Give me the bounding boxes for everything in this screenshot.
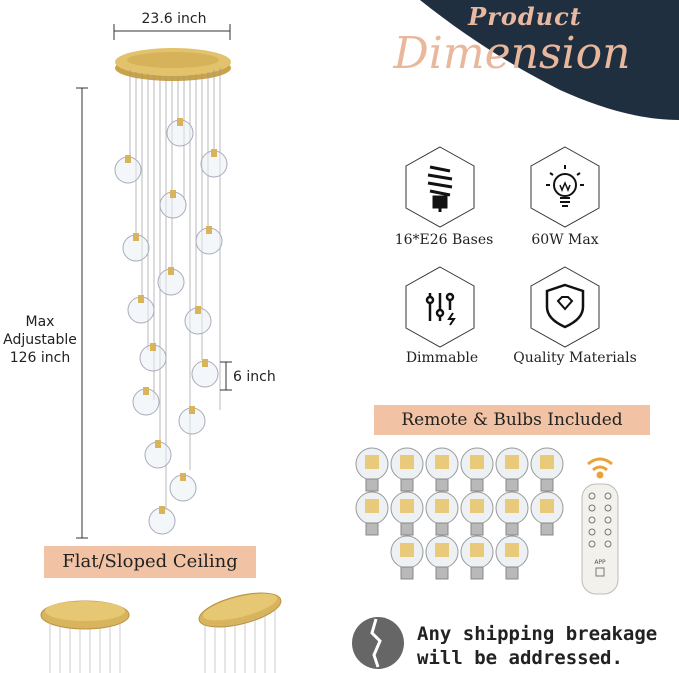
shipping-line-1: Any shipping breakage (417, 623, 658, 645)
shipping-line-2: will be addressed. (417, 647, 623, 669)
feature-label-bases: 16*E26 Bases (394, 232, 494, 248)
title-product: Product (468, 2, 582, 31)
canopy-closeups (40, 592, 282, 673)
height-line-2: Adjustable (3, 332, 77, 348)
feature-label-wattage: 60W Max (531, 232, 599, 248)
chandelier-illustration (76, 24, 232, 539)
height-line-1: Max (25, 314, 55, 330)
ceiling-banner: Flat/Sloped Ceiling (44, 546, 256, 578)
height-line-3: 126 inch (9, 350, 71, 366)
feature-label-materials: Quality Materials (513, 350, 637, 366)
remote-app-label: APP (594, 559, 606, 566)
height-measurement: Max Adjustable 126 inch (0, 313, 80, 367)
sloped-ceiling-canopy (198, 592, 282, 673)
bulbs-illustration (355, 447, 564, 580)
dimmer-sliders-icon (425, 292, 456, 326)
wifi-signal-icon (587, 457, 613, 479)
remote-control (581, 457, 619, 595)
broken-package-icon (352, 617, 404, 669)
remote-bulbs-banner: Remote & Bulbs Included (374, 405, 650, 435)
shipping-note: Any shipping breakage will be addressed. (417, 622, 657, 670)
feature-label-dimmable: Dimmable (405, 350, 479, 366)
flat-ceiling-canopy (40, 600, 130, 673)
bulb-base-icon (427, 165, 453, 212)
light-bulb-icon (546, 165, 584, 207)
width-measurement: 23.6 inch (141, 11, 207, 27)
feature-icons (405, 146, 600, 348)
title-dimension: Dimension (393, 28, 631, 79)
globe-measurement: 6 inch (233, 369, 276, 385)
diamond-shield-icon (545, 283, 585, 329)
